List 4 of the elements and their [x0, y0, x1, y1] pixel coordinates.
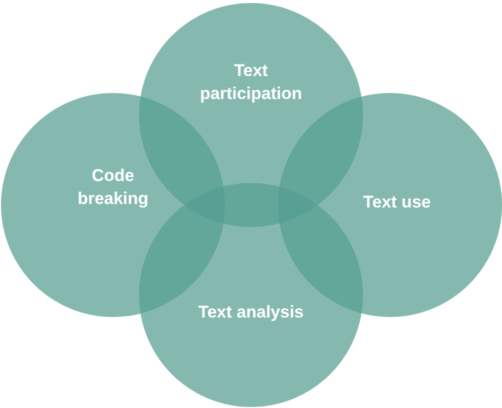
circle-label: Text use: [362, 192, 432, 214]
circle-label: Text participation: [198, 60, 303, 105]
circle-label: Text analysis: [197, 302, 305, 324]
circle-label: Code breaking: [76, 165, 150, 210]
